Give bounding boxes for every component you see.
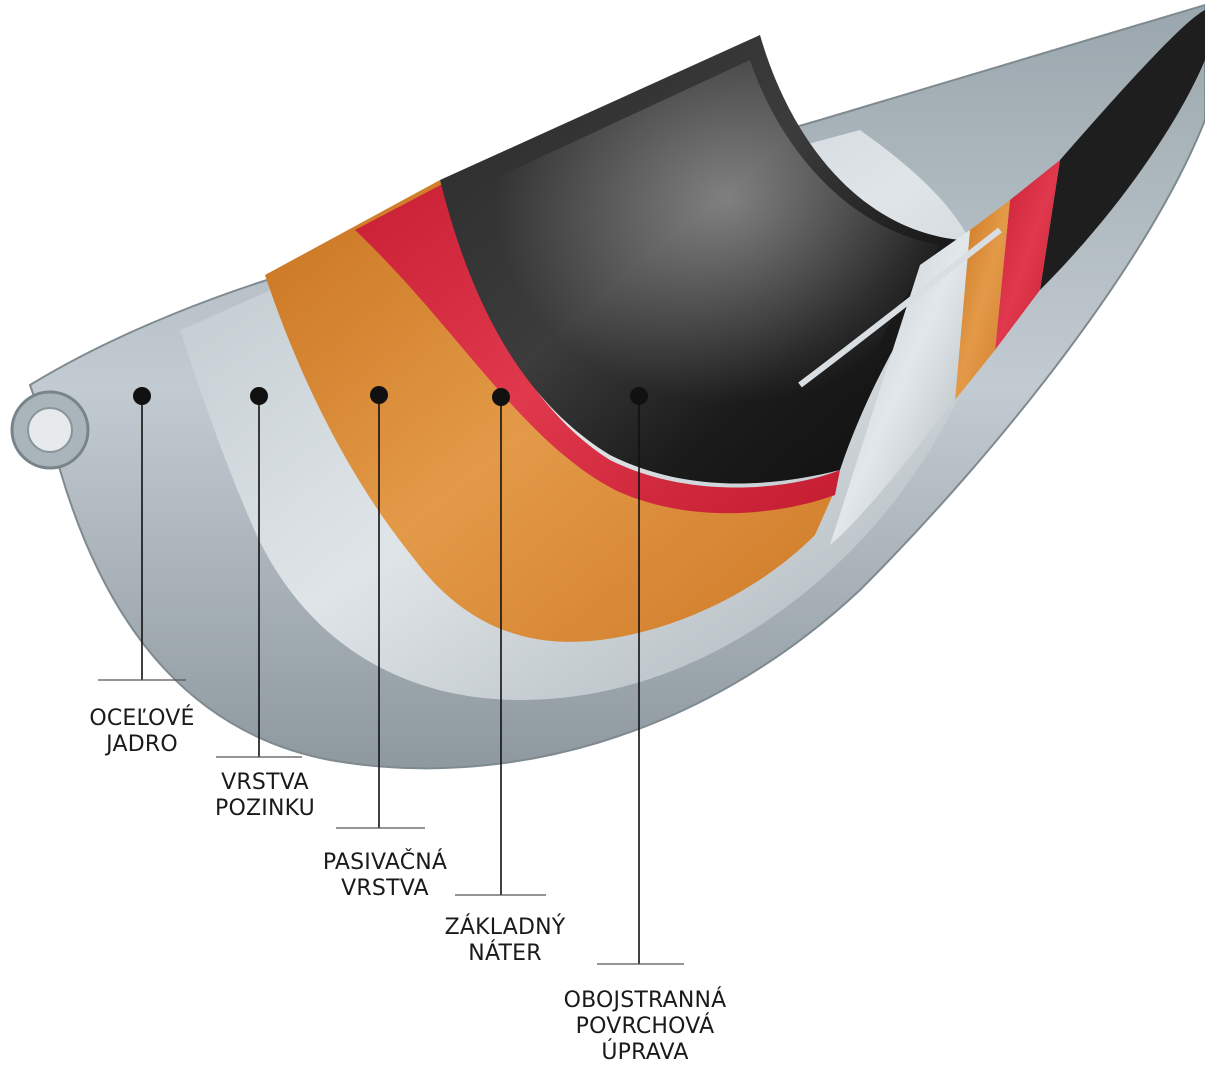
label-primer-line-1: ZÁKLADNÝ <box>415 915 595 941</box>
label-surface-finish-line-1: OBOJSTRANNÁ <box>525 988 765 1014</box>
callout-dot-primer <box>492 388 510 406</box>
label-zinc-layer-line-2: POZINKU <box>185 796 345 822</box>
callout-dot-surface-finish <box>630 387 648 405</box>
label-steel-core-line-1: OCEĽOVÉ <box>62 706 222 732</box>
label-passivation-layer-line-2: VRSTVA <box>295 876 475 902</box>
label-passivation-layer: PASIVAČNÁ VRSTVA <box>295 850 475 902</box>
label-surface-finish-line-2: POVRCHOVÁ <box>525 1014 765 1040</box>
label-primer: ZÁKLADNÝ NÁTER <box>415 915 595 967</box>
label-steel-core-line-2: JADRO <box>62 732 222 758</box>
callout-dot-steel-core <box>133 387 151 405</box>
label-zinc-layer: VRSTVA POZINKU <box>185 770 345 822</box>
callout-dot-zinc-layer <box>250 387 268 405</box>
callout-dot-passivation-layer <box>370 386 388 404</box>
label-passivation-layer-line-1: PASIVAČNÁ <box>295 850 475 876</box>
label-surface-finish: OBOJSTRANNÁ POVRCHOVÁ ÚPRAVA <box>525 988 765 1066</box>
label-steel-core: OCEĽOVÉ JADRO <box>62 706 222 758</box>
label-zinc-layer-line-1: VRSTVA <box>185 770 345 796</box>
label-primer-line-2: NÁTER <box>415 941 595 967</box>
rolled-bead-inner <box>28 408 72 452</box>
label-surface-finish-line-3: ÚPRAVA <box>525 1040 765 1066</box>
